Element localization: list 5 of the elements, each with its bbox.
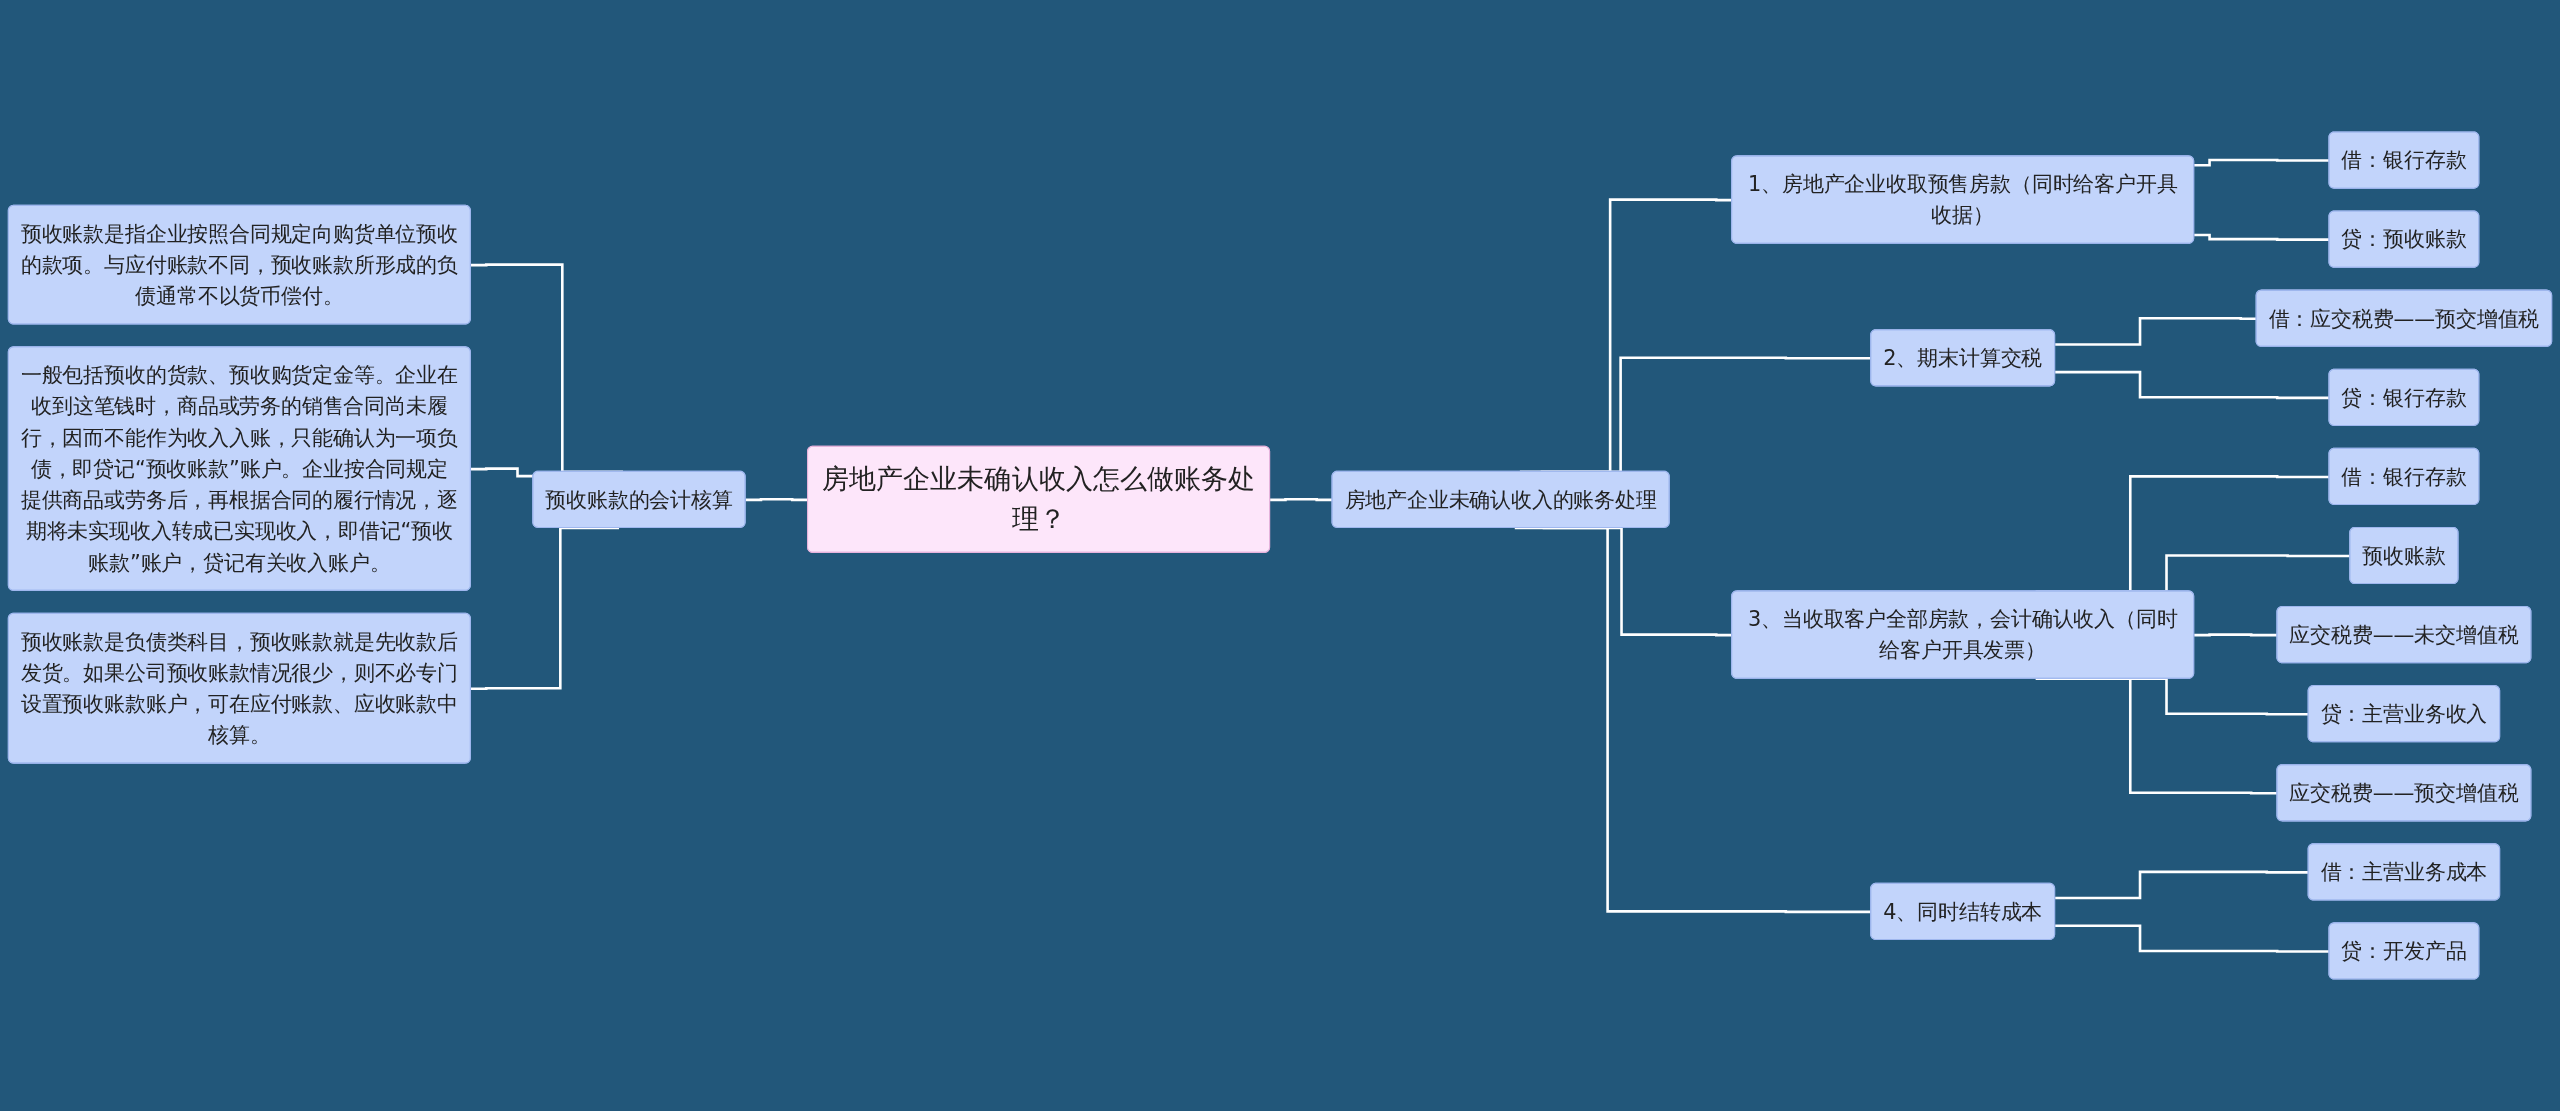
connector: [1270, 498, 1333, 502]
connector: [2055, 870, 2309, 900]
connector: [2055, 316, 2257, 346]
connector: [470, 526, 620, 690]
connector: [470, 467, 534, 478]
